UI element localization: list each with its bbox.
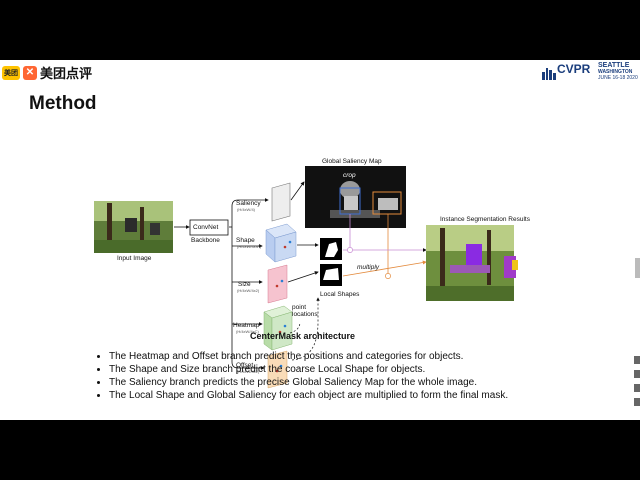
point-locations-arrow bbox=[291, 297, 320, 361]
heatmap-dashed-link bbox=[289, 321, 301, 334]
shape-branch-dims: (H/4xW/4xS²) bbox=[237, 244, 261, 249]
next-slide-glyph-icon bbox=[634, 384, 640, 392]
heatmap-branch-label: Heatmap bbox=[233, 322, 260, 329]
skyline-icon bbox=[542, 68, 556, 80]
saliency-branch-dims: (H/4xW/4) bbox=[237, 207, 255, 212]
next-slide-glyph-icon bbox=[634, 398, 640, 406]
size-feature-map bbox=[267, 264, 288, 304]
cvpr-text: CVPR bbox=[557, 62, 591, 76]
shape-branch-label: Shape bbox=[236, 237, 255, 244]
next-slide-glyph-icon bbox=[634, 356, 640, 364]
bullet-item: The Local Shape and Global Saliency for … bbox=[109, 389, 508, 402]
bullet-item: The Shape and Size branch predict the co… bbox=[109, 363, 508, 376]
bullet-list: The Heatmap and Offset branch predict th… bbox=[95, 350, 508, 402]
bullet-item: The Heatmap and Offset branch predict th… bbox=[109, 350, 508, 363]
multiply-line-orange bbox=[342, 260, 427, 277]
next-slide-edge bbox=[635, 258, 640, 278]
input-image-label: Input Image bbox=[117, 255, 152, 262]
branch-connectors bbox=[229, 198, 269, 370]
convnet-label: ConvNet bbox=[193, 224, 219, 231]
multiply-node-1 bbox=[347, 247, 353, 253]
offset-branch-dims: (H/4xW/4x2) bbox=[237, 369, 260, 374]
heatmap-branch-dims: (H/4xW/4xC) bbox=[236, 329, 259, 334]
diagram-caption: CenterMask architecture bbox=[250, 331, 356, 341]
offset-branch-label: Offset bbox=[236, 362, 254, 369]
shape-feature-cube bbox=[265, 223, 297, 263]
backbone-label: Backbone bbox=[191, 237, 220, 244]
meituan-dianping-logo: 美团 ✕ 美团点评 bbox=[2, 63, 92, 82]
crop-label: crop bbox=[343, 172, 356, 179]
cvpr-logo: CVPR SEATTLE WASHINGTON JUNE 16-18 2020 bbox=[541, 62, 640, 82]
cvpr-state: WASHINGTON bbox=[598, 69, 633, 75]
saliency-feature-map bbox=[271, 182, 291, 222]
local-shapes bbox=[320, 238, 342, 286]
dianping-icon: ✕ bbox=[23, 65, 37, 80]
convnet-box bbox=[189, 219, 229, 236]
size-branch-label: Size bbox=[238, 281, 251, 288]
brand-name: 美团点评 bbox=[40, 67, 93, 82]
global-saliency-map bbox=[305, 166, 406, 228]
heatmap-feature-cube bbox=[263, 305, 293, 351]
point-locations-label: point locations bbox=[292, 304, 318, 318]
saliency-branch-label: Saliency bbox=[236, 200, 261, 207]
multiply-label: multiply bbox=[357, 264, 380, 271]
size-branch-dims: (H/4xW/4x2) bbox=[237, 288, 260, 293]
meituan-badge-icon: 美团 bbox=[2, 65, 20, 80]
local-shapes-label: Local Shapes bbox=[320, 291, 360, 298]
offset-feature-map bbox=[267, 350, 288, 389]
next-slide-glyph-icon bbox=[634, 370, 640, 378]
result-title: Instance Segmentation Results bbox=[440, 216, 530, 223]
multiply-node-2 bbox=[385, 273, 391, 279]
global-saliency-title: Global Saliency Map bbox=[322, 158, 382, 165]
instance-segmentation-result bbox=[426, 225, 518, 301]
cvpr-city: SEATTLE bbox=[598, 62, 630, 69]
cvpr-dates: JUNE 16-18 2020 bbox=[598, 75, 638, 81]
slide-title: Method bbox=[29, 93, 97, 114]
bullet-item: The Saliency branch predicts the precise… bbox=[109, 376, 508, 389]
centermask-diagram bbox=[94, 166, 640, 389]
input-image bbox=[94, 201, 173, 253]
slide: 美团 ✕ 美团点评 CVPR SEATTLE WASHINGTON JUNE 1… bbox=[0, 60, 640, 420]
